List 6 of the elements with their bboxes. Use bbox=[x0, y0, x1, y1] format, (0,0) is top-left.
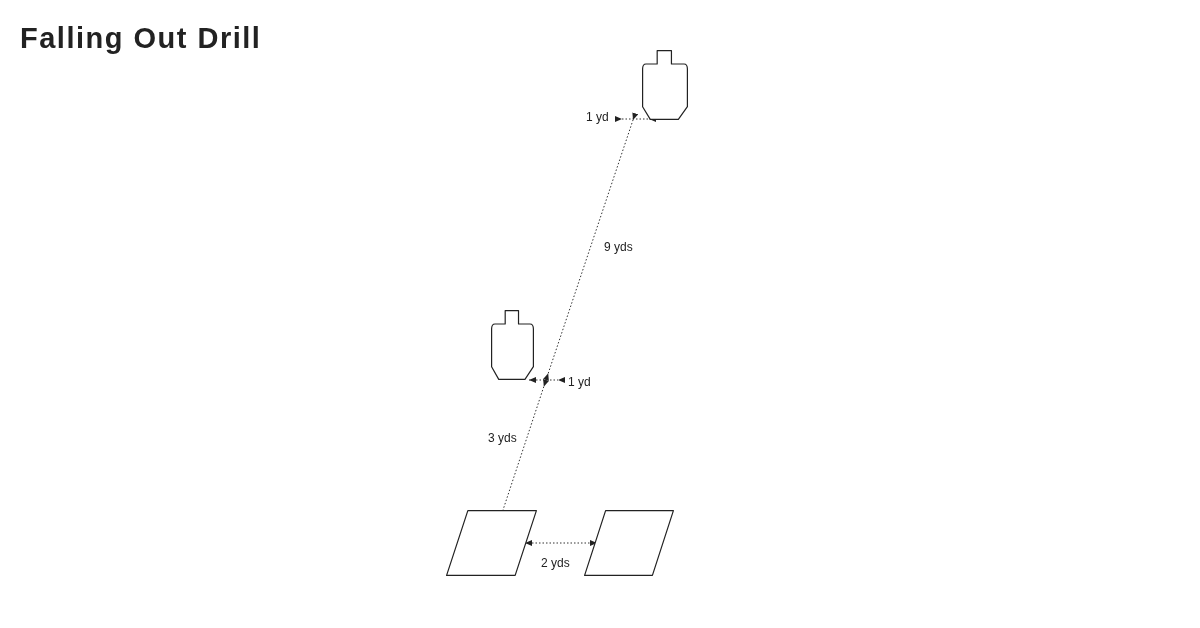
dimension-label: 1 yd bbox=[586, 110, 609, 124]
dimension-label: 2 yds bbox=[541, 556, 570, 570]
dimension-label: 1 yd bbox=[568, 375, 591, 389]
dimension-label: 3 yds bbox=[488, 431, 517, 445]
dimension-label: 9 yds bbox=[604, 240, 633, 254]
title: Falling Out Drill bbox=[20, 22, 262, 55]
